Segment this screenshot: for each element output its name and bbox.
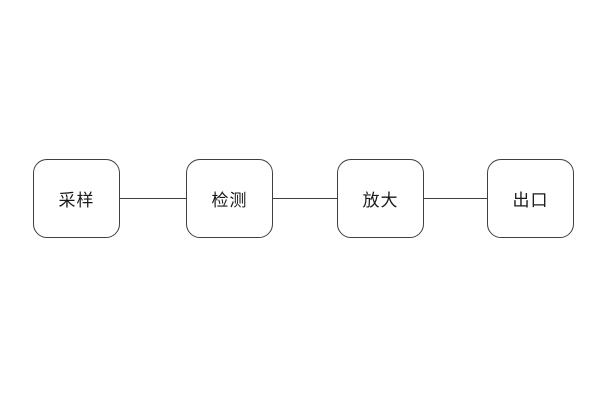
connector-sampling-detection [118,198,188,199]
flow-node-outlet-label: 出口 [512,191,549,210]
connector-amplification-outlet [422,198,489,199]
flow-node-sampling-label: 采样 [58,191,95,210]
flow-node-detection: 检测 [186,159,273,238]
flow-node-amplification-label: 放大 [362,191,399,210]
flow-node-sampling: 采样 [33,159,120,238]
connector-detection-amplification [271,198,339,199]
flow-node-detection-label: 检测 [211,191,248,210]
flow-node-amplification: 放大 [337,159,424,238]
flow-node-outlet: 出口 [487,159,574,238]
